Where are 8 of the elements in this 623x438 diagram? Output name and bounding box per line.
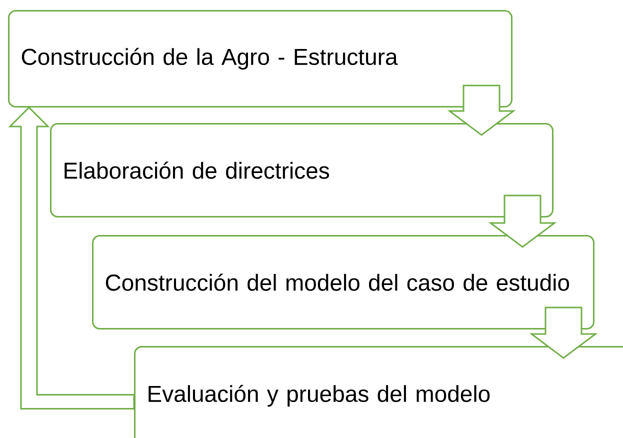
block-arrow	[488, 194, 557, 248]
block-arrow	[529, 306, 598, 359]
process-box: Construcción del modelo del caso de estudio	[92, 235, 594, 330]
arrow	[8, 106, 135, 410]
process-box: Evaluación y pruebas del modelo	[134, 346, 623, 438]
process-box: Elaboración de directrices	[50, 123, 554, 218]
block-arrow	[447, 84, 516, 136]
process-box: Construcción de la Agro - Estructura	[8, 10, 512, 108]
